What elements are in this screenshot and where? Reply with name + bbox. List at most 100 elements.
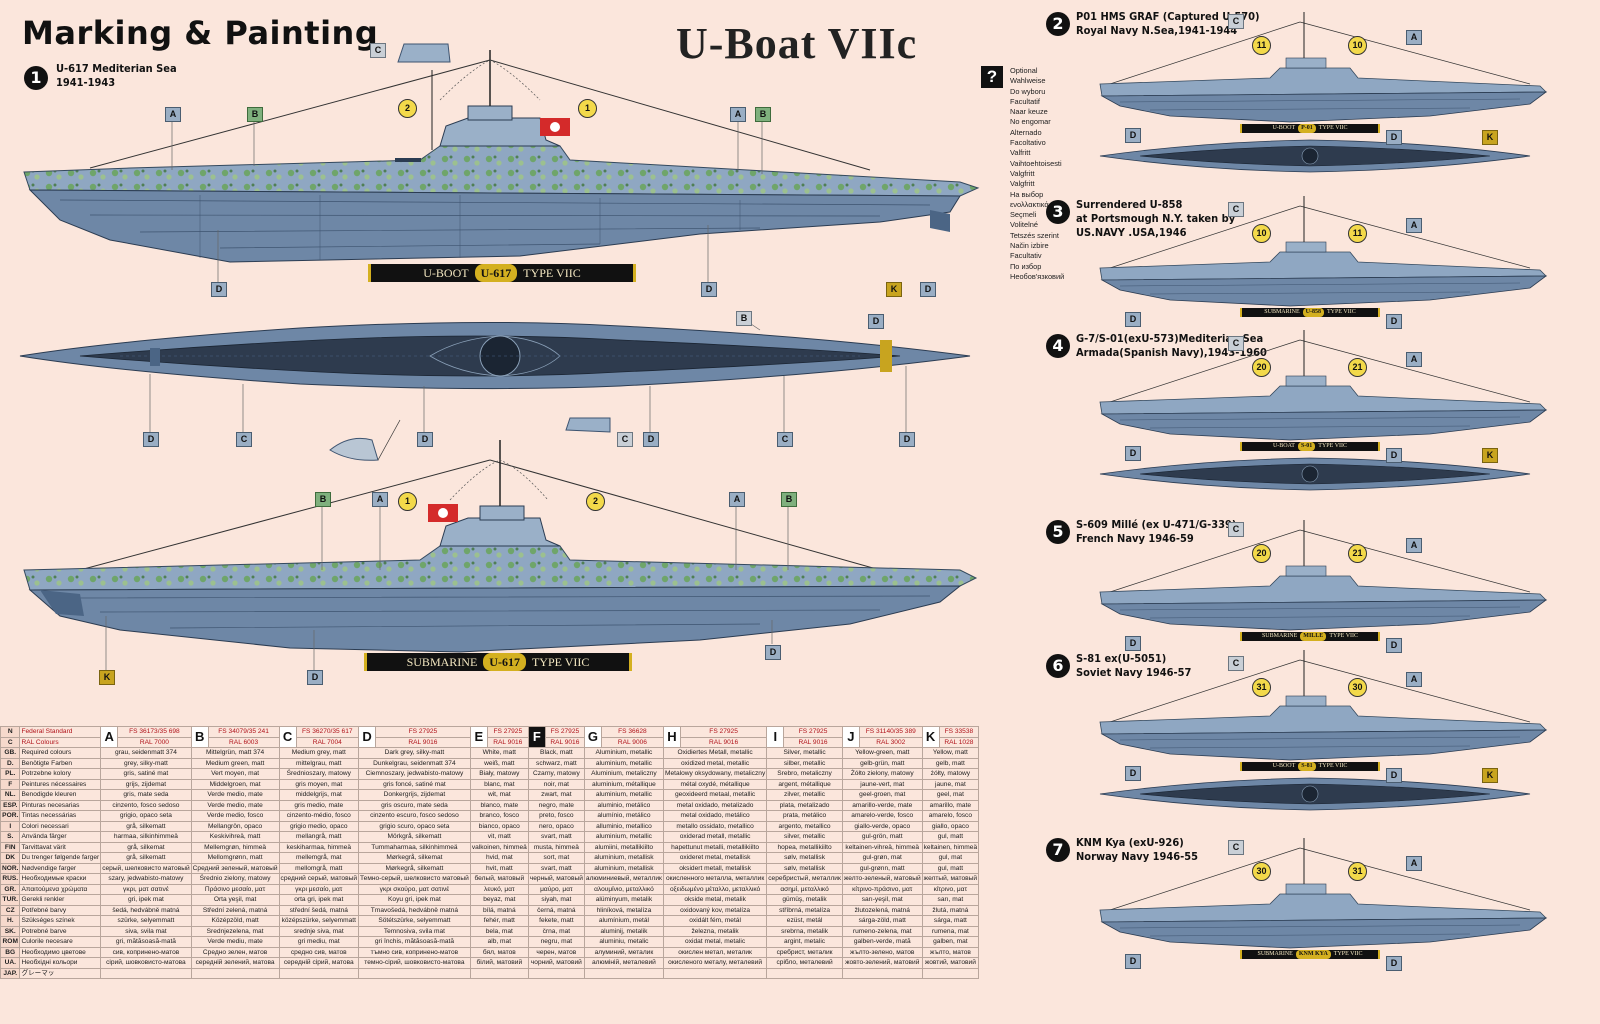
callout-a: A — [165, 107, 181, 122]
callout-d: D — [417, 432, 433, 447]
marker-30: 30 — [1252, 862, 1271, 881]
scheme-6-number: 6 — [1046, 654, 1070, 678]
marker-21: 21 — [1348, 544, 1367, 563]
colour-name: galben-verde, mată — [841, 936, 923, 948]
callout-k: K — [1482, 768, 1498, 783]
scheme-4-number: 4 — [1046, 334, 1070, 358]
colour-name: oxideret metal, metallisk — [662, 852, 768, 864]
colour-name: oxidált fém, metál — [662, 915, 768, 927]
colour-name: черный, матовый — [527, 873, 585, 885]
language-label: Nødvendige farger — [19, 862, 102, 874]
colour-name: siva, svila mat — [100, 925, 192, 937]
u617-top-view — [19, 317, 971, 432]
colour-name: gris medio, mate — [278, 799, 360, 811]
colour-name: середній сірий, матова — [278, 957, 360, 969]
colour-name: métal oxydé, métallique — [662, 778, 768, 790]
colour-name: Ciemnoszary, jedwabisto-matowy — [358, 768, 471, 780]
colour-name — [841, 967, 923, 979]
callout-b: B — [755, 107, 771, 122]
optional-label: Vaihtoehtoisesti — [1010, 158, 1062, 168]
optional-symbol: ? — [981, 66, 1003, 88]
optional-label: Način izbire — [1010, 241, 1049, 251]
language-code: ROM — [0, 936, 21, 948]
colour-name: cinzento, fosco sedoso — [100, 799, 192, 811]
marker-20: 20 — [1252, 358, 1271, 377]
optional-label: ενολλακτικά — [1010, 199, 1049, 209]
colour-name: gul, matt — [921, 862, 980, 874]
optional-label: Volitelné — [1010, 220, 1038, 230]
colour-letter: K — [921, 726, 940, 748]
colour-name: сірий, шовковисто-матова — [100, 957, 192, 969]
colour-name: Yellow-green, matt — [841, 747, 923, 759]
language-label: Szükséges színek — [19, 915, 102, 927]
callout-c: C — [1228, 656, 1244, 671]
colour-name: окисленного металла, металлик — [662, 873, 768, 885]
colour-name: sarı, mat — [921, 894, 980, 906]
callout-d: D — [868, 314, 884, 329]
colour-name: oxidat metal, metalic — [662, 936, 768, 948]
colour-name: gri mediu, mat — [278, 936, 360, 948]
language-code: BG — [0, 946, 21, 958]
colour-name: černá, matná — [527, 904, 585, 916]
colour-name: plata, metalizado — [766, 799, 843, 811]
nameplate-hull: KNM KYA — [1295, 950, 1331, 959]
language-label: Potrebné barve — [19, 925, 102, 937]
colour-name: alumiini, metallikiilto — [583, 841, 664, 853]
ral-colour: RAL 9016 — [375, 736, 471, 748]
colour-name: Střední zelená, matná — [190, 904, 280, 916]
scheme-1-title: U-617 Mediterian Sea 1941-1943 — [56, 62, 177, 89]
federal-standard: FS 27925 — [375, 726, 471, 738]
colour-name: bianco, opaco — [469, 820, 529, 832]
colour-name: bílá, matná — [469, 904, 529, 916]
nameplate-left: SUBMARINE — [406, 655, 478, 669]
marker-31: 31 — [1252, 678, 1271, 697]
colour-letter: J — [841, 726, 860, 748]
language-code: UA. — [0, 957, 21, 969]
colour-name: blanco, mate — [469, 799, 529, 811]
colour-name: White, matt — [469, 747, 529, 759]
scheme-5-number: 5 — [1046, 520, 1070, 544]
nameplate-left: SUBMARINE — [1264, 309, 1300, 315]
colour-name: črna, mat — [527, 925, 585, 937]
colour-name: argento, metallico — [766, 820, 843, 832]
colour-name: средно сив, матов — [278, 946, 360, 958]
colour-name: sort, mat — [527, 852, 585, 864]
marker-30: 30 — [1348, 678, 1367, 697]
colour-name: серый, шелковисто матовый — [100, 862, 192, 874]
colour-name: amarelo, fosco — [921, 810, 980, 822]
nameplate-left: U-BOOT — [1272, 125, 1296, 131]
colour-name: żółty, matowy — [921, 768, 980, 780]
colour-name: oxidovaný kov, metalíza — [662, 904, 768, 916]
colour-name: γκρι, ματ σατινέ — [100, 883, 192, 895]
scheme-5-profile — [1099, 520, 1548, 631]
callout-d: D — [143, 432, 159, 447]
colour-name: grau, seidenmatt 374 — [100, 747, 192, 759]
callout-d: D — [1386, 314, 1402, 329]
callout-d: D — [1386, 768, 1402, 783]
colour-name — [583, 967, 664, 979]
colour-name: Mittelgrün, matt 374 — [190, 747, 280, 759]
nameplate-right: TYPE VIIC — [1326, 309, 1356, 315]
colour-name: жълто-зелено, матов — [841, 946, 923, 958]
colour-name: Mørkegrå, silkematt — [358, 862, 471, 874]
colour-name: средний серый, матовый — [278, 873, 360, 885]
language-label: Необходимые краски — [19, 873, 102, 885]
colour-name: κίτρινο-πράσινο, ματ — [841, 883, 923, 895]
colour-name: gümüş, metalik — [766, 894, 843, 906]
colour-letter: C — [278, 726, 297, 748]
colour-name: сив, копринено-матов — [100, 946, 192, 958]
colour-letter: A — [100, 726, 119, 748]
colour-name — [278, 967, 360, 979]
marker-11: 11 — [1348, 224, 1367, 243]
colour-name: Yellow, matt — [921, 747, 980, 759]
colour-name — [662, 967, 768, 979]
colour-name: Средно зелен, матов — [190, 946, 280, 958]
colour-name: middelgrijs, mat — [278, 789, 360, 801]
colour-name: hapettunut metalli, metallikiilto — [662, 841, 768, 853]
colour-name: Donkergrijs, zijdemat — [358, 789, 471, 801]
colour-name: szary, jedwabisto-matowy — [100, 873, 192, 885]
marker-2: 2 — [398, 99, 417, 118]
callout-c: C — [1228, 522, 1244, 537]
